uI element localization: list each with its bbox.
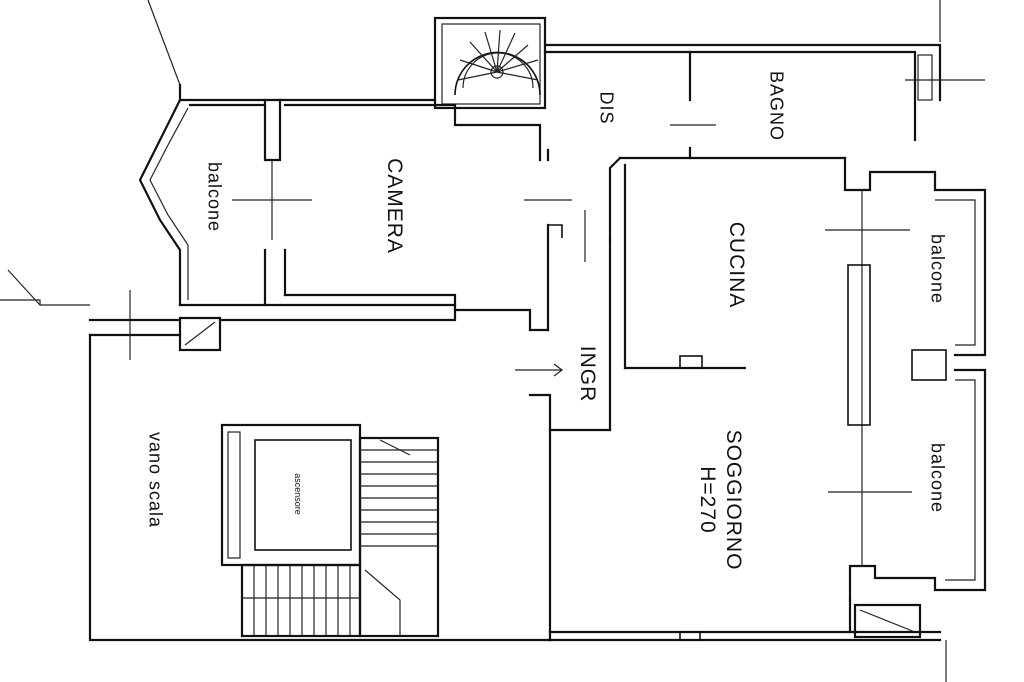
label-bagno: BAGNO [766,70,787,142]
spiral-staircase [433,16,547,110]
label-balcone-right-bottom: balcone [927,442,948,514]
label-dis: DIS [596,91,617,125]
label-vano-scala: vano scala [145,431,166,529]
label-balcone-left: balcone [204,161,225,233]
walls [88,43,987,642]
label-ingr: INGR [576,345,599,403]
label-ascensore: ascensore [293,473,303,515]
context-lines [0,0,947,682]
label-height: H=270 [696,466,719,534]
label-camera: CAMERA [383,158,406,254]
stairwell [88,333,552,642]
label-soggiorno-group: SOGGIORNO H=270 [694,430,746,571]
label-cucina: CUCINA [725,221,748,309]
label-soggiorno: SOGGIORNO [722,429,745,571]
label-balcone-right-top: balcone [927,233,948,305]
